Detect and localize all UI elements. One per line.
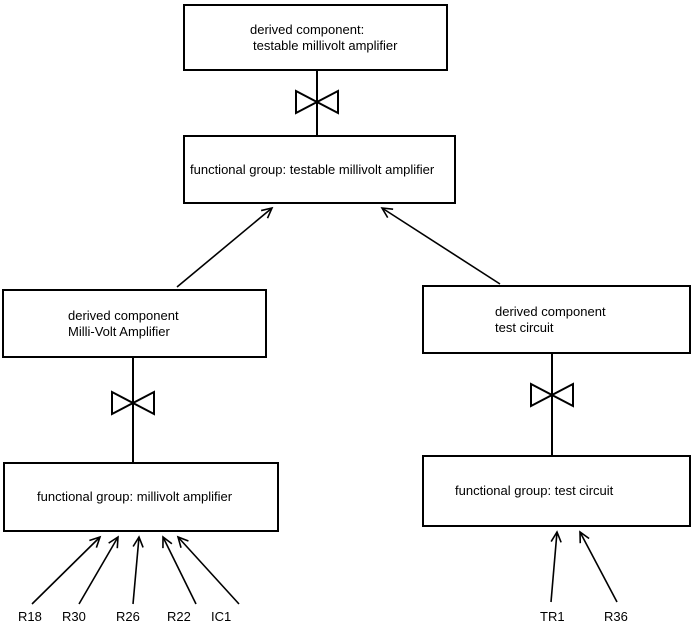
node-derived-test-circuit: derived component test circuit — [422, 285, 691, 354]
arrow — [380, 207, 501, 285]
bowtie-icon — [530, 382, 574, 408]
node-label: derived component — [68, 307, 179, 323]
node-label: derived component: — [250, 21, 365, 37]
decomposition-connectors — [132, 71, 553, 462]
node-label: derived component — [495, 303, 606, 319]
left-component-arrows — [31, 535, 240, 605]
leaf-label-r22: R22 — [167, 609, 191, 624]
derivation-arrows — [176, 206, 501, 288]
leaf-label-ic1: IC1 — [211, 609, 232, 624]
node-label: functional group: testable millivolt amp… — [190, 161, 435, 177]
node-label: testable millivolt amplifier — [253, 37, 398, 53]
node-derived-milli-volt-amplifier: derived component Milli-Volt Amplifier — [2, 289, 267, 358]
arrow — [132, 535, 144, 605]
leaf-label-r26: R26 — [116, 609, 140, 624]
arrow — [579, 530, 618, 603]
node-label: functional group: test circuit — [455, 483, 614, 498]
leaf-label-tr1: TR1 — [540, 609, 565, 624]
arrow — [550, 530, 562, 603]
arrow — [31, 535, 102, 605]
node-functional-group-testable-millivolt-amplifier: functional group: testable millivolt amp… — [183, 135, 456, 204]
node-label: test circuit — [495, 319, 554, 335]
leaf-label-r36: R36 — [604, 609, 628, 624]
node-label: functional group: millivolt amplifier — [37, 489, 233, 504]
bowtie-icons — [111, 89, 574, 416]
arrow — [176, 206, 274, 288]
node-label: Milli-Volt Amplifier — [68, 323, 170, 339]
arrow — [78, 535, 119, 605]
node-derived-testable-millivolt-amplifier: derived component: testable millivolt am… — [183, 4, 448, 71]
arrow — [176, 535, 240, 605]
node-functional-group-test-circuit: functional group: test circuit — [422, 455, 691, 527]
bowtie-icon — [295, 89, 339, 115]
arrow — [162, 535, 197, 605]
node-functional-group-millivolt-amplifier: functional group: millivolt amplifier — [3, 462, 279, 532]
right-component-arrows — [550, 530, 618, 603]
bowtie-icon — [111, 390, 155, 416]
leaf-label-r18: R18 — [18, 609, 42, 624]
leaf-label-r30: R30 — [62, 609, 86, 624]
